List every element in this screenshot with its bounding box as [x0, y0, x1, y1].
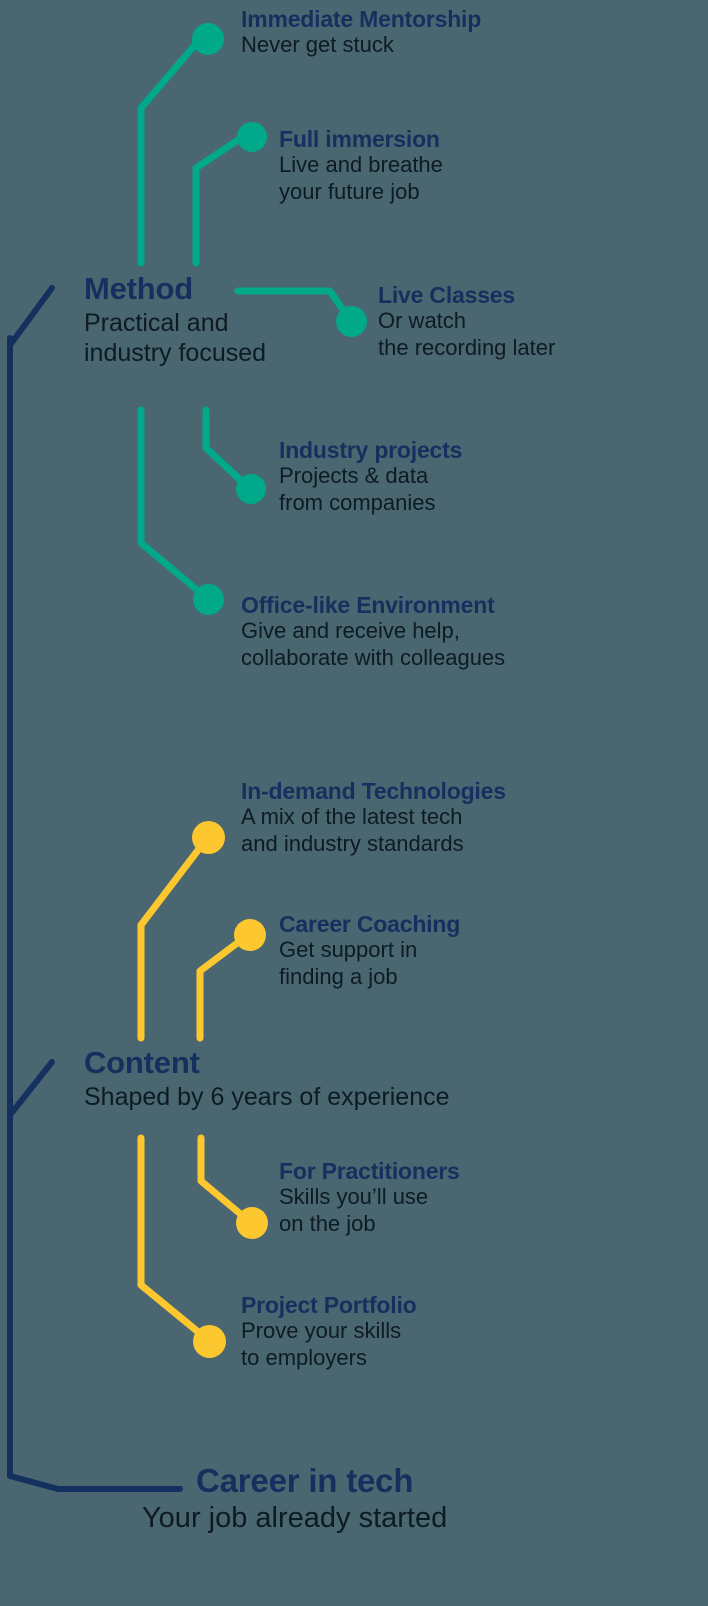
node-method: Method Practical and industry focused	[84, 271, 267, 369]
connector-in-demand-technologies	[137, 833, 212, 1042]
node-description: Practical and industry focused	[84, 308, 267, 368]
node-title: Full immersion	[279, 126, 440, 152]
node-title: Immediate Mentorship	[241, 6, 482, 32]
node-description: Never get stuck	[241, 32, 394, 58]
node-title: Content	[84, 1045, 200, 1080]
spine-main	[7, 335, 183, 1492]
node-dot-in-demand-technologies	[192, 821, 225, 854]
node-for-practitioners: For Practitioners Skills you’ll use on t…	[279, 1159, 460, 1238]
node-description: Get support in finding a job	[279, 937, 418, 989]
node-title: Project Portfolio	[241, 1292, 417, 1318]
node-content: Content Shaped by 6 years of experience	[84, 1045, 450, 1112]
spine-branch-method	[7, 285, 55, 348]
node-title: Office-like Environment	[241, 592, 495, 618]
node-title: Career in tech	[196, 1462, 414, 1499]
node-dot-office-like-environment	[193, 584, 224, 615]
node-immediate-mentorship: Immediate Mentorship Never get stuck	[241, 7, 481, 59]
connector-office-like-environment	[137, 406, 212, 603]
node-dot-live-classes	[336, 306, 367, 337]
node-description: Skills you’ll use on the job	[279, 1184, 429, 1236]
node-title: Method	[84, 271, 193, 306]
node-description: Your job already started	[142, 1501, 448, 1534]
node-description: Give and receive help, collaborate with …	[241, 618, 506, 670]
node-project-portfolio: Project Portfolio Prove your skills to e…	[241, 1293, 417, 1372]
node-in-demand-technologies: In-demand Technologies A mix of the late…	[241, 779, 506, 858]
node-description: Live and breathe your future job	[279, 152, 443, 204]
connector-project-portfolio	[137, 1134, 212, 1344]
node-dot-industry-projects	[236, 474, 266, 504]
node-office-like-environment: Office-like Environment Give and receive…	[241, 593, 505, 672]
spine-branch-content	[7, 1059, 55, 1118]
node-dot-for-practitioners	[236, 1207, 268, 1239]
node-career-coaching: Career Coaching Get support in finding a…	[279, 912, 460, 991]
connector-full-immersion	[192, 132, 248, 267]
node-career-in-tech: Career in tech Your job already started	[142, 1462, 447, 1536]
node-dot-career-coaching	[234, 919, 266, 951]
node-description: Shaped by 6 years of experience	[84, 1082, 450, 1111]
node-dot-full-immersion	[237, 122, 267, 152]
node-title: Industry projects	[279, 437, 463, 463]
node-title: For Practitioners	[279, 1158, 460, 1184]
node-dot-project-portfolio	[193, 1325, 226, 1358]
node-title: Live Classes	[378, 282, 515, 308]
connector-career-coaching	[196, 931, 252, 1042]
node-description: Prove your skills to employers	[241, 1318, 402, 1370]
node-description: A mix of the latest tech and industry st…	[241, 804, 464, 856]
node-dot-immediate-mentorship	[192, 23, 224, 55]
node-description: Projects & data from companies	[279, 463, 436, 515]
node-live-classes: Live Classes Or watch the recording late…	[378, 283, 555, 362]
node-title: In-demand Technologies	[241, 778, 506, 804]
connector-immediate-mentorship	[137, 35, 204, 267]
node-industry-projects: Industry projects Projects & data from c…	[279, 438, 462, 517]
node-description: Or watch the recording later	[378, 308, 556, 360]
node-full-immersion: Full immersion Live and breathe your fut…	[279, 127, 443, 206]
node-title: Career Coaching	[279, 911, 461, 937]
